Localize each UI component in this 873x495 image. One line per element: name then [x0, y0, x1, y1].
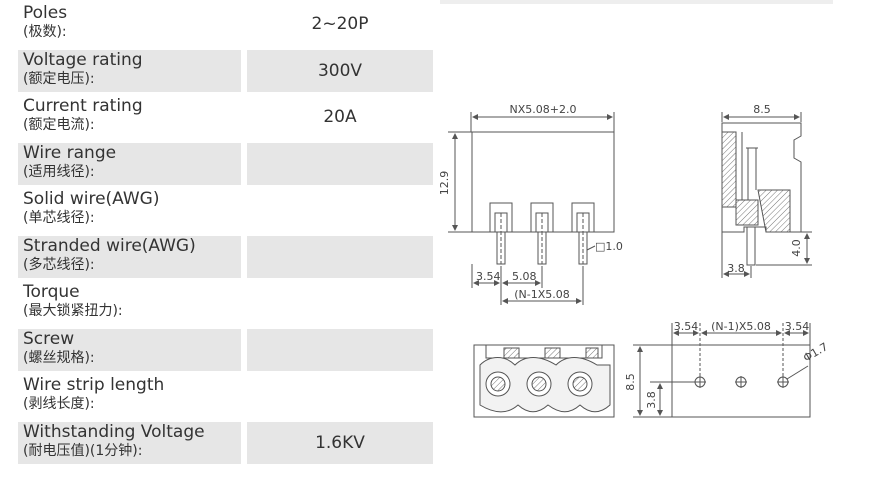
front-height-label: 12.9	[440, 171, 451, 196]
spec-label: Current rating (额定电流):	[18, 96, 241, 139]
spec-label-en: Voltage rating	[23, 49, 143, 70]
spec-label: Wire strip length (剥线长度):	[18, 375, 241, 418]
spec-label-cn: (耐电压值)(1分钟):	[23, 442, 143, 459]
side-pin-label: 4.0	[790, 239, 803, 257]
spec-label-cn: (单芯线径):	[23, 210, 95, 226]
top-strip	[440, 0, 833, 4]
spec-row-wire-range: Wire range (适用线径):	[0, 140, 440, 187]
bottom-hole-y-label: 3.8	[645, 391, 658, 409]
spec-label: Poles (极数):	[18, 3, 241, 46]
spec-label-en: Solid wire(AWG)	[23, 189, 160, 209]
spec-label-cn: (多芯线径):	[23, 256, 95, 273]
spec-value: 1.6KV	[247, 421, 433, 464]
spec-label-en: Wire range	[23, 142, 117, 163]
spec-label-cn: (螺丝规格):	[23, 349, 95, 366]
spec-label: Wire range (适用线径):	[18, 142, 241, 185]
spec-label-cn: (剥线长度):	[23, 396, 95, 412]
spec-label-en: Screw	[23, 328, 75, 349]
spec-row-poles: Poles (极数): 2~20P	[0, 0, 440, 47]
pitch-span-label: (N-1X5.08	[514, 288, 570, 301]
spec-value: 2~20P	[311, 14, 369, 35]
side-width-label: 8.5	[753, 103, 771, 116]
spec-label-en: Torque	[23, 282, 80, 302]
spec-label-cn: (额定电压):	[23, 70, 95, 87]
spec-value	[247, 328, 433, 371]
spec-value: 20A	[323, 107, 357, 128]
bottom-left-label: 3.54	[674, 320, 699, 333]
side-bottom-label: 3.8	[727, 262, 745, 275]
spec-row-withstanding: Withstanding Voltage (耐电压值)(1分钟): 1.6KV	[0, 419, 440, 466]
bottom-height-label: 8.5	[624, 373, 637, 391]
spec-row-voltage: Voltage rating (额定电压): 300V	[0, 47, 440, 94]
spec-table: Poles (极数): 2~20P Voltage rating (额定电压):…	[0, 0, 440, 465]
spec-label-en: Current rating	[23, 96, 143, 116]
technical-drawings: NX5.08+2.0 12.9 □1.0 3.54 5.08 (N-1X5.08…	[440, 103, 830, 418]
spec-row-torque: Torque (最大锁紧扭力):	[0, 279, 440, 326]
spec-label: Screw (螺丝规格):	[18, 328, 241, 371]
spec-label: Solid wire(AWG) (单芯线径):	[18, 189, 241, 232]
spec-row-screw: Screw (螺丝规格):	[0, 326, 440, 373]
spec-value	[247, 189, 433, 232]
spec-value	[247, 235, 433, 278]
spec-label: Voltage rating (额定电压):	[18, 49, 241, 92]
hole-dia-label: Φ1.7	[801, 340, 830, 364]
spec-value	[247, 282, 433, 325]
bottom-right-label: 3.54	[785, 320, 810, 333]
spec-value: 300V	[247, 49, 433, 92]
spec-row-solid-wire: Solid wire(AWG) (单芯线径):	[0, 186, 440, 233]
pin-offset-label: 3.54	[476, 270, 501, 283]
side-view	[721, 112, 812, 278]
perspective-view	[473, 344, 615, 418]
pitch-label: 5.08	[512, 270, 537, 283]
front-view	[448, 112, 615, 305]
bottom-span-label: (N-1)X5.08	[711, 320, 771, 333]
spec-row-current: Current rating (额定电流): 20A	[0, 93, 440, 140]
spec-row-strip-length: Wire strip length (剥线长度):	[0, 372, 440, 419]
spec-label-cn: (额定电流):	[23, 117, 95, 133]
spec-label-cn: (极数):	[23, 24, 67, 40]
footprint-view	[633, 323, 811, 418]
pin-square-label: □1.0	[595, 240, 623, 253]
spec-row-stranded-wire: Stranded wire(AWG) (多芯线径):	[0, 233, 440, 280]
spec-label-en: Withstanding Voltage	[23, 421, 205, 442]
spec-label-en: Wire strip length	[23, 375, 165, 395]
spec-label-cn: (适用线径):	[23, 163, 95, 180]
spec-label-cn: (最大锁紧扭力):	[23, 303, 123, 319]
spec-label: Stranded wire(AWG) (多芯线径):	[18, 235, 241, 278]
spec-label-en: Poles	[23, 3, 68, 23]
spec-label: Torque (最大锁紧扭力):	[18, 282, 241, 325]
front-width-label: NX5.08+2.0	[510, 103, 577, 116]
spec-label: Withstanding Voltage (耐电压值)(1分钟):	[18, 421, 241, 464]
spec-label-en: Stranded wire(AWG)	[23, 235, 196, 256]
spec-value	[247, 142, 433, 185]
spec-value	[247, 375, 433, 418]
